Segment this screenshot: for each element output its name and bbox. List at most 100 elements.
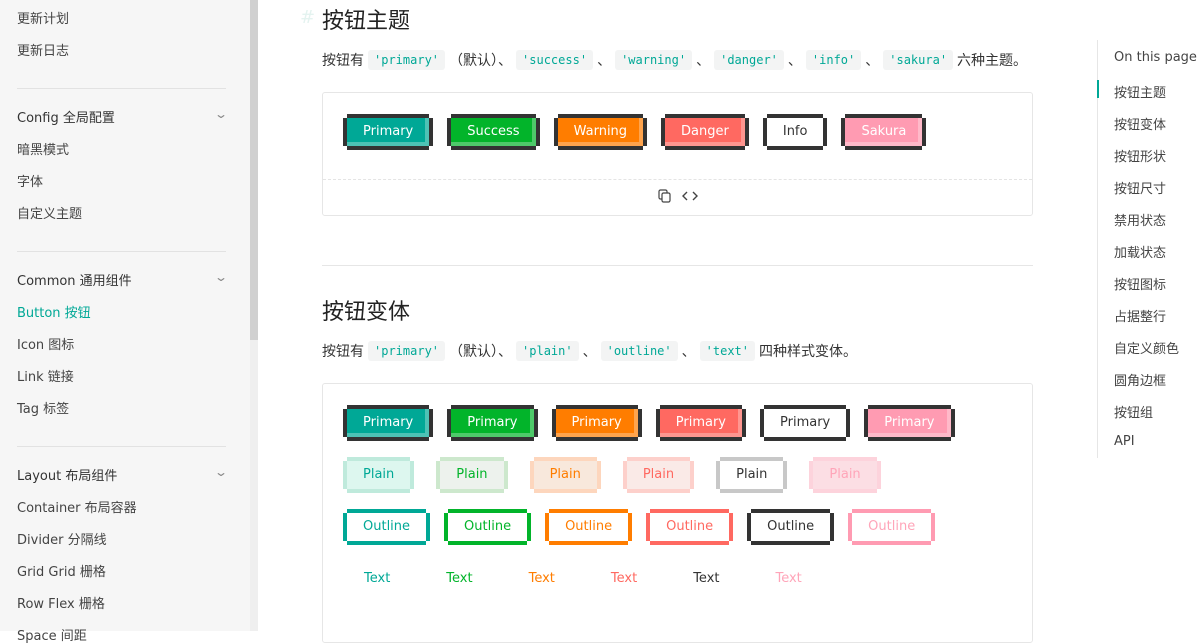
inline-code: 'outline' [600, 341, 678, 361]
sidebar-group-label: Common 通用组件 [17, 274, 132, 289]
scrollbar-thumb[interactable] [250, 0, 258, 340]
sakura-outline-button[interactable]: Outline [852, 513, 932, 541]
toc-item[interactable]: 禁用状态 [1114, 214, 1167, 229]
danger-solid-button[interactable]: Danger [665, 118, 745, 146]
sidebar-item[interactable]: 更新计划 [17, 12, 70, 27]
sidebar-group[interactable]: Common 通用组件 ⌄ [17, 270, 229, 289]
warning-solid-button[interactable]: Primary [555, 409, 638, 437]
success-outline-button[interactable]: Outline [448, 513, 528, 541]
success-solid-button[interactable]: Primary [451, 409, 534, 437]
sidebar-divider [17, 446, 226, 447]
desc-suffix: 四种样式变体。 [759, 344, 857, 360]
theme-button-row: Primary Success Warning Danger Info Sakura [347, 118, 944, 146]
variant-row-text: Text Text Text Text Text Text [348, 565, 842, 593]
desc-prefix: 按钮有 [322, 53, 364, 69]
sakura-text-button[interactable]: Text [759, 565, 817, 593]
sidebar-item[interactable]: Tag 标签 [17, 402, 70, 417]
primary-solid-button[interactable]: Primary [347, 118, 430, 146]
chevron-down-icon[interactable]: ⌄ [213, 465, 229, 479]
sidebar-item[interactable]: Divider 分隔线 [17, 533, 107, 548]
success-plain-button[interactable]: Plain [440, 461, 504, 489]
toc-item[interactable]: 按钮尺寸 [1114, 182, 1167, 197]
sakura-solid-button[interactable]: Sakura [845, 118, 923, 146]
info-solid-button[interactable]: Info [766, 118, 824, 146]
separator: 、 [865, 53, 880, 69]
sidebar-item[interactable]: 暗黑模式 [17, 143, 70, 158]
primary-solid-button[interactable]: Primary [347, 409, 430, 437]
inline-code: 'text' [699, 341, 755, 361]
warning-outline-button[interactable]: Outline [549, 513, 629, 541]
toc-item[interactable]: 圆角边框 [1114, 374, 1167, 389]
inline-code: 'plain' [516, 341, 579, 361]
toc-item[interactable]: 按钮图标 [1114, 278, 1167, 293]
sidebar-item[interactable]: Space 间距 [17, 629, 87, 644]
primary-text-button[interactable]: Text [348, 565, 406, 593]
sidebar-group-label: Config 全局配置 [17, 111, 115, 126]
chevron-down-icon[interactable]: ⌄ [213, 270, 229, 284]
danger-plain-button[interactable]: Plain [626, 461, 691, 489]
sidebar-item[interactable]: Button 按钮 [17, 306, 91, 321]
sidebar-item[interactable]: 自定义主题 [17, 207, 83, 222]
demo-toolbar [323, 179, 1032, 216]
toc-item[interactable]: 按钮组 [1114, 406, 1154, 421]
separator: 、 [696, 53, 711, 69]
info-text-button[interactable]: Text [677, 565, 735, 593]
info-outline-button[interactable]: Outline [751, 513, 831, 541]
inline-code: 'success' [516, 50, 594, 70]
variant-row-plain: Plain Plain Plain Plain Plain Plain [347, 461, 907, 489]
default-note: （默认）、 [449, 344, 513, 360]
sidebar-group-label: Layout 布局组件 [17, 469, 118, 484]
sidebar-item[interactable]: 更新日志 [17, 44, 70, 59]
success-solid-button[interactable]: Success [451, 118, 536, 146]
code-icon[interactable] [681, 190, 698, 206]
sidebar-item[interactable]: 字体 [17, 175, 44, 190]
sidebar-scrollbar[interactable] [250, 0, 258, 631]
sakura-solid-button[interactable]: Primary [868, 409, 951, 437]
warning-plain-button[interactable]: Plain [533, 461, 597, 489]
anchor-hash[interactable]: # [300, 7, 316, 28]
sidebar-group[interactable]: Layout 布局组件 ⌄ [17, 465, 229, 484]
sidebar-item[interactable]: Container 布局容器 [17, 501, 137, 516]
title-text: 按钮主题 [322, 9, 411, 34]
sidebar: 更新计划更新日志 Config 全局配置 ⌄ 暗黑模式字体自定义主题 Common 通用… [0, 0, 250, 644]
desc-prefix: 按钮有 [322, 344, 364, 360]
toc-item[interactable]: 按钮变体 [1114, 118, 1167, 133]
inline-code: 'primary' [368, 341, 446, 361]
warning-text-button[interactable]: Text [513, 565, 571, 593]
sidebar-item[interactable]: Icon 图标 [17, 338, 75, 353]
danger-solid-button[interactable]: Primary [659, 409, 742, 437]
demo-box-variant: Primary Primary Primary Primary Primary Prima… [322, 383, 1033, 643]
sidebar-item[interactable]: Grid Grid 栅格 [17, 565, 106, 580]
info-solid-button[interactable]: Primary [764, 409, 847, 437]
sidebar-item[interactable]: Row Flex 栅格 [17, 597, 105, 612]
toc-item[interactable]: 自定义颜色 [1114, 342, 1180, 357]
danger-text-button[interactable]: Text [595, 565, 653, 593]
copy-icon[interactable] [657, 189, 672, 207]
variant-row-solid: Primary Primary Primary Primary Primary Prima… [347, 409, 973, 437]
separator: 、 [787, 53, 802, 69]
toc-item[interactable]: 按钮形状 [1114, 150, 1167, 165]
inline-code: 'sakura' [883, 50, 954, 70]
chevron-down-icon[interactable]: ⌄ [213, 107, 229, 121]
toc-item[interactable]: 按钮主题 [1114, 86, 1167, 101]
info-plain-button[interactable]: Plain [720, 461, 784, 489]
sidebar-divider [17, 88, 226, 89]
sakura-plain-button[interactable]: Plain [813, 461, 877, 489]
separator: 、 [582, 344, 597, 360]
primary-outline-button[interactable]: Outline [347, 513, 427, 541]
toc-item[interactable]: 占据整行 [1114, 310, 1167, 325]
toc-item[interactable]: API [1114, 434, 1135, 449]
desc-suffix: 六种主题。 [957, 53, 1028, 69]
toc-item[interactable]: 加载状态 [1114, 246, 1167, 261]
primary-plain-button[interactable]: Plain [347, 461, 411, 489]
sidebar-group[interactable]: Config 全局配置 ⌄ [17, 107, 229, 126]
warning-solid-button[interactable]: Warning [557, 118, 644, 146]
success-text-button[interactable]: Text [430, 565, 488, 593]
inline-code: 'danger' [714, 50, 784, 70]
sidebar-item[interactable]: Link 链接 [17, 370, 74, 385]
section-divider [322, 265, 1033, 266]
toc-active-marker [1097, 80, 1099, 98]
variant-row-outline: Outline Outline Outline Outline Outline Outli… [347, 513, 953, 541]
danger-outline-button[interactable]: Outline [650, 513, 730, 541]
